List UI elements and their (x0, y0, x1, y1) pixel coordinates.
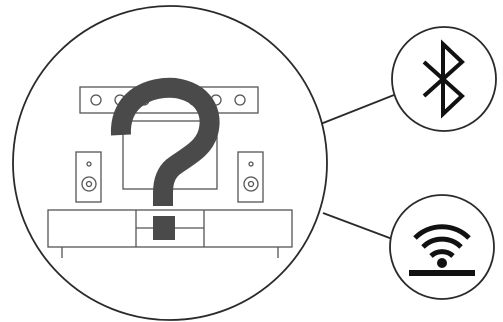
bluetooth-icon (392, 27, 496, 131)
home-theater-setup-icon (13, 6, 327, 320)
bluetooth-connector-line (318, 95, 394, 125)
wifi-connector-line (323, 213, 395, 240)
router-base (409, 270, 475, 276)
wifi-router-icon (390, 195, 494, 299)
wifi-dot (437, 258, 447, 268)
wifi-circle (390, 195, 494, 299)
